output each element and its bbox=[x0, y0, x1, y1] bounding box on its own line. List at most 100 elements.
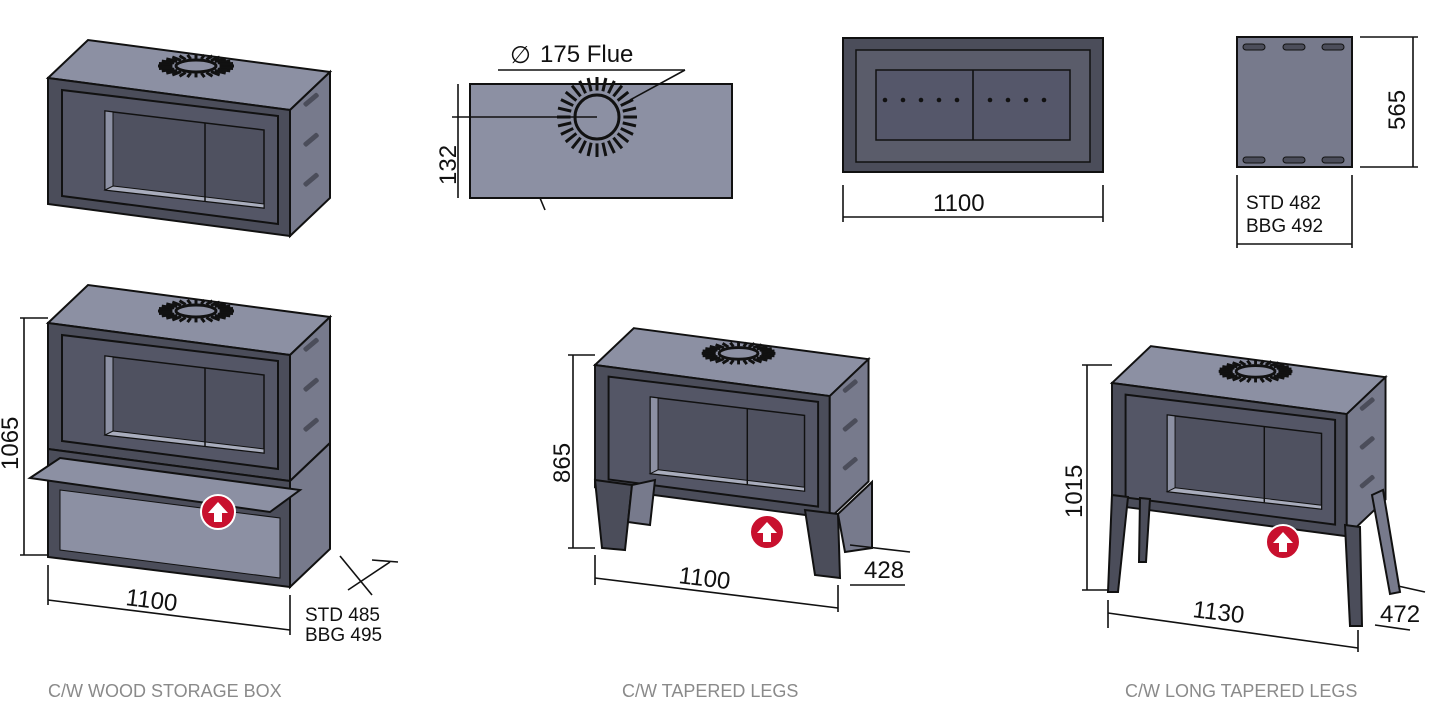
firebox-wall bbox=[1166, 414, 1176, 493]
shelf-tray bbox=[27, 456, 303, 514]
flue-fin bbox=[161, 304, 175, 310]
flue-fin bbox=[578, 140, 587, 154]
flue-fin bbox=[158, 66, 173, 71]
side-slot bbox=[303, 132, 319, 147]
flue-fin bbox=[705, 347, 718, 352]
side-slot bbox=[1282, 43, 1306, 51]
side-bbg-label: BBG 492 bbox=[1246, 216, 1323, 237]
side-slot bbox=[842, 457, 858, 471]
flue-fin bbox=[1232, 375, 1242, 382]
vent-dot bbox=[1041, 97, 1047, 103]
vent-dot bbox=[1023, 97, 1029, 103]
flue-label: 175 Flue bbox=[540, 41, 633, 68]
flue-fin bbox=[219, 61, 234, 66]
flue-fin bbox=[759, 347, 772, 352]
flue-fin bbox=[1276, 372, 1289, 378]
flue-fin bbox=[612, 136, 624, 150]
flue-fin bbox=[622, 121, 637, 128]
flue-fin bbox=[210, 300, 221, 307]
flue-fin bbox=[200, 53, 206, 60]
flue-fin bbox=[702, 353, 716, 358]
flue-fin bbox=[205, 316, 214, 323]
leg bbox=[626, 478, 657, 527]
firebox-floor bbox=[1165, 487, 1323, 510]
flue-fin bbox=[1226, 363, 1238, 369]
flue-fin bbox=[586, 77, 593, 92]
flue-ring bbox=[717, 346, 760, 361]
flue-ring bbox=[174, 303, 218, 319]
side-slot bbox=[303, 337, 319, 352]
tapered-height: 865 bbox=[549, 443, 576, 483]
tapered-depth: 428 bbox=[864, 557, 904, 584]
flue-fin bbox=[171, 70, 182, 77]
side-slot bbox=[303, 377, 319, 392]
flue-fin bbox=[709, 356, 721, 362]
flue-fin bbox=[761, 349, 775, 354]
vent-dot bbox=[918, 97, 924, 103]
arrow-up-icon bbox=[1273, 532, 1293, 552]
flue-fin bbox=[171, 315, 182, 322]
flue-fin bbox=[601, 77, 608, 92]
flue-fin bbox=[214, 69, 227, 75]
flue-fin bbox=[560, 98, 574, 107]
up-arrow-badge-icon bbox=[200, 494, 236, 530]
flue-fin bbox=[219, 306, 234, 311]
side-slot bbox=[303, 417, 319, 432]
stove bbox=[1109, 345, 1388, 539]
flue-fin bbox=[557, 106, 572, 113]
flue-fin bbox=[1273, 363, 1285, 369]
storage-box-width: 1100 bbox=[124, 584, 179, 617]
leg bbox=[593, 478, 634, 552]
variant-tapered-legs-dims: 865 1100 428 C/W TAPERED LEGS bbox=[549, 354, 911, 701]
flue-fin bbox=[729, 341, 735, 348]
flue-fin bbox=[165, 57, 178, 63]
flue-fin bbox=[729, 359, 735, 366]
firebox-floor bbox=[648, 469, 806, 492]
flue-fin bbox=[165, 69, 178, 75]
flue-fin bbox=[205, 299, 214, 306]
long-tapered-legs bbox=[1106, 488, 1402, 627]
flue-fin bbox=[560, 127, 574, 136]
side-view: 565 STD 482 BBG 492 bbox=[1236, 36, 1418, 248]
flue-fin bbox=[1226, 374, 1238, 380]
flue-fin bbox=[747, 342, 756, 349]
firebox-floor bbox=[103, 430, 265, 454]
flue-ring bbox=[174, 58, 218, 74]
flue-fin bbox=[756, 356, 768, 362]
flue-fin bbox=[570, 84, 582, 98]
stove bbox=[592, 327, 871, 521]
leg bbox=[1370, 488, 1402, 596]
leg bbox=[1343, 523, 1364, 627]
flue-fin bbox=[616, 132, 630, 144]
flue-fin bbox=[217, 312, 231, 318]
flue-fin bbox=[214, 314, 227, 320]
flue-fin bbox=[186, 53, 192, 60]
flue-fin bbox=[586, 142, 593, 157]
tapered-width: 1100 bbox=[677, 562, 732, 595]
flue-fin bbox=[1269, 375, 1280, 382]
front-view: 1100 bbox=[842, 37, 1104, 222]
flue-fin bbox=[759, 354, 772, 360]
firebox-wall bbox=[104, 355, 114, 436]
side-slot bbox=[1282, 156, 1306, 164]
firebox-floor bbox=[103, 185, 265, 209]
side-slot bbox=[842, 418, 858, 432]
flue-fin bbox=[210, 55, 221, 62]
flue-fin bbox=[564, 90, 578, 102]
flue-fin bbox=[607, 80, 616, 94]
flue-fin bbox=[756, 345, 768, 351]
vent-dot bbox=[1005, 97, 1011, 103]
flue-fin bbox=[200, 72, 206, 79]
flue-fin bbox=[1259, 359, 1265, 366]
flue-fin bbox=[158, 306, 173, 311]
flue-fin bbox=[165, 314, 178, 320]
flue-fin bbox=[705, 354, 718, 360]
flue-fin bbox=[761, 353, 775, 358]
caption-wood-storage-box: C/W WOOD STORAGE BOX bbox=[48, 681, 282, 701]
flue-fin bbox=[1273, 374, 1285, 380]
vent-dot bbox=[954, 97, 960, 103]
flue-fin bbox=[1259, 377, 1265, 384]
flue-fin bbox=[200, 317, 206, 324]
top-view-height: 132 bbox=[435, 145, 462, 185]
